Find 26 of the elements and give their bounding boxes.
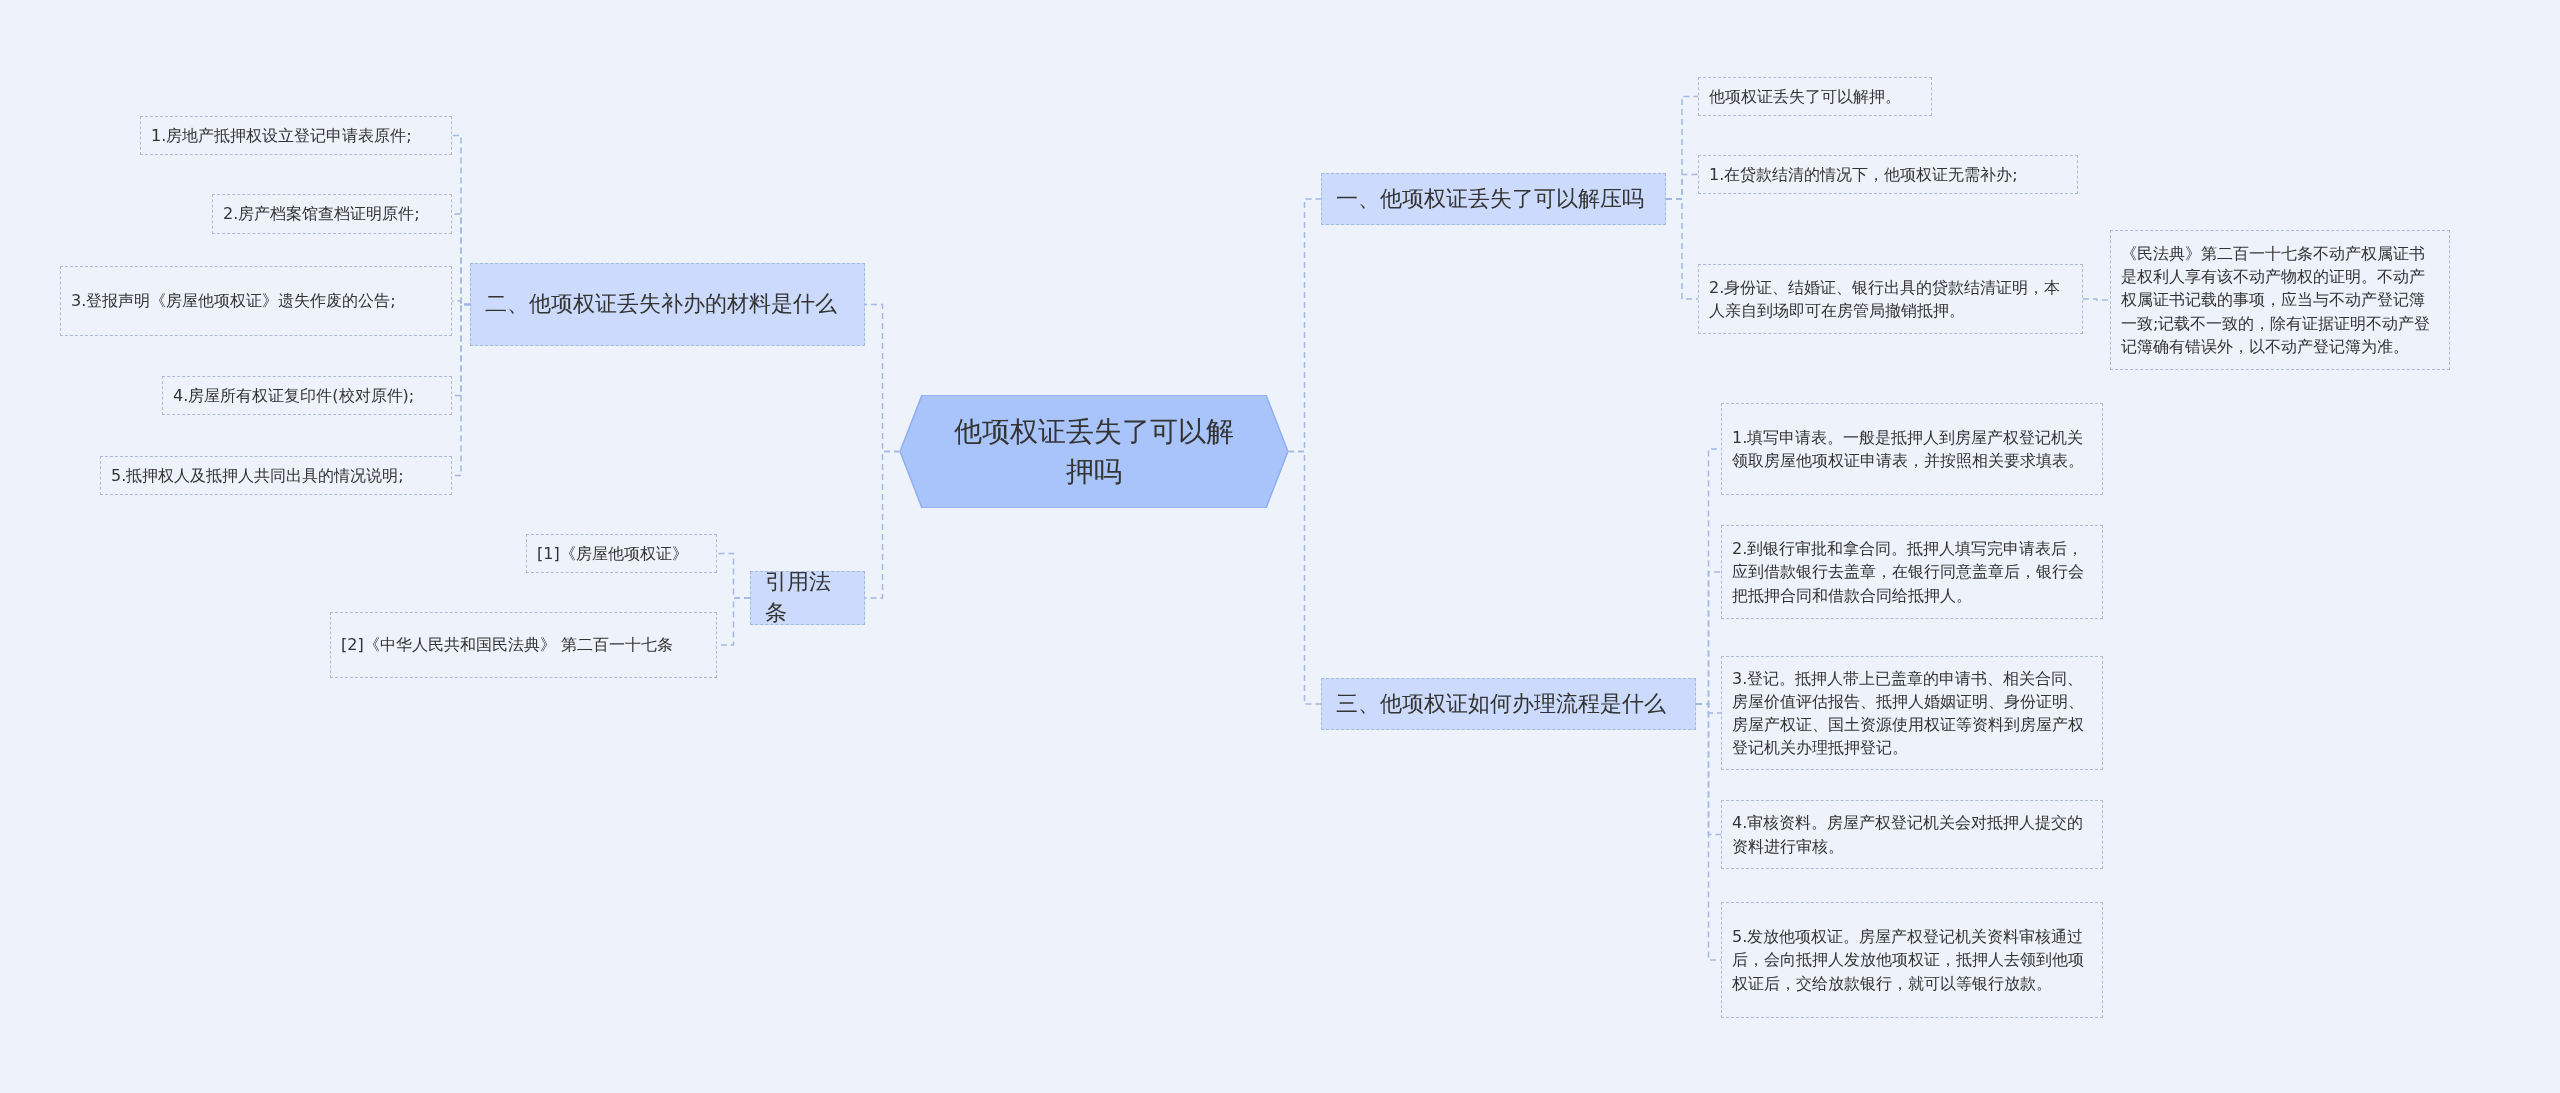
note-box: [2]《中华人民共和国民法典》 第二百一十七条 (330, 612, 717, 678)
note-box: 2.身份证、结婚证、银行出具的贷款结清证明，本人亲自到场即可在房管局撤销抵押。 (1698, 264, 2083, 334)
note-box: 他项权证丢失了可以解押。 (1698, 77, 1932, 116)
connector (2082, 298, 2111, 301)
note-box: 1.房地产抵押权设立登记申请表原件; (140, 116, 452, 155)
note-box: 1.填写申请表。一般是抵押人到房屋产权登记机关领取房屋他项权证申请表，并按照相关要求填表。 (1721, 403, 2103, 495)
note-box: 《民法典》第二百一十七条不动产权属证书是权利人享有该不动产物权的证明。不动产权属证书记载的事项，应当与不动产登记簿一致;记载不一致的，除有证据证明不动产登记簿确有错误外，以不动产登记簿为准。 (2110, 230, 2450, 370)
note-box: 3.登报声明《房屋他项权证》遗失作废的公告; (60, 266, 452, 336)
note-box: [1]《房屋他项权证》 (526, 534, 717, 573)
topic-box: 二、他项权证丢失补办的材料是什么 (470, 263, 865, 346)
note-box: 1.在贷款结清的情况下，他项权证无需补办; (1698, 155, 2078, 194)
topic-box: 三、他项权证如何办理流程是什么 (1321, 678, 1696, 730)
note-box: 5.抵押权人及抵押人共同出具的情况说明; (100, 456, 452, 495)
connector (864, 450, 901, 599)
note-box: 4.房屋所有权证复印件(校对原件); (162, 376, 452, 415)
topic-box: 引用法条 (750, 571, 865, 625)
topic-box: 一、他项权证丢失了可以解压吗 (1321, 173, 1666, 225)
connector (1665, 198, 1699, 300)
note-box: 3.登记。抵押人带上已盖章的申请书、相关合同、房屋价值评估报告、抵押人婚姻证明、身份证明、房屋产权证、国土资源使用权证等资料到房屋产权登记机关办理抵押登记。 (1721, 656, 2103, 770)
note-box: 2.到银行审批和拿合同。抵押人填写完申请表后，应到借款银行去盖章，在银行同意盖章后，银行会把抵押合同和借款合同给抵押人。 (1721, 525, 2103, 619)
note-box: 2.房产档案馆查档证明原件; (212, 194, 452, 234)
central-topic: 他项权证丢失了可以解押吗 (900, 395, 1288, 508)
note-box: 5.发放他项权证。房屋产权登记机关资料审核通过后，会向抵押人发放他项权证，抵押人去领到他项权证后，交给放款银行，就可以等银行放款。 (1721, 902, 2103, 1018)
connector (1695, 703, 1722, 961)
connector (1287, 450, 1322, 705)
note-box: 4.审核资料。房屋产权登记机关会对抵押人提交的资料进行审核。 (1721, 800, 2103, 869)
